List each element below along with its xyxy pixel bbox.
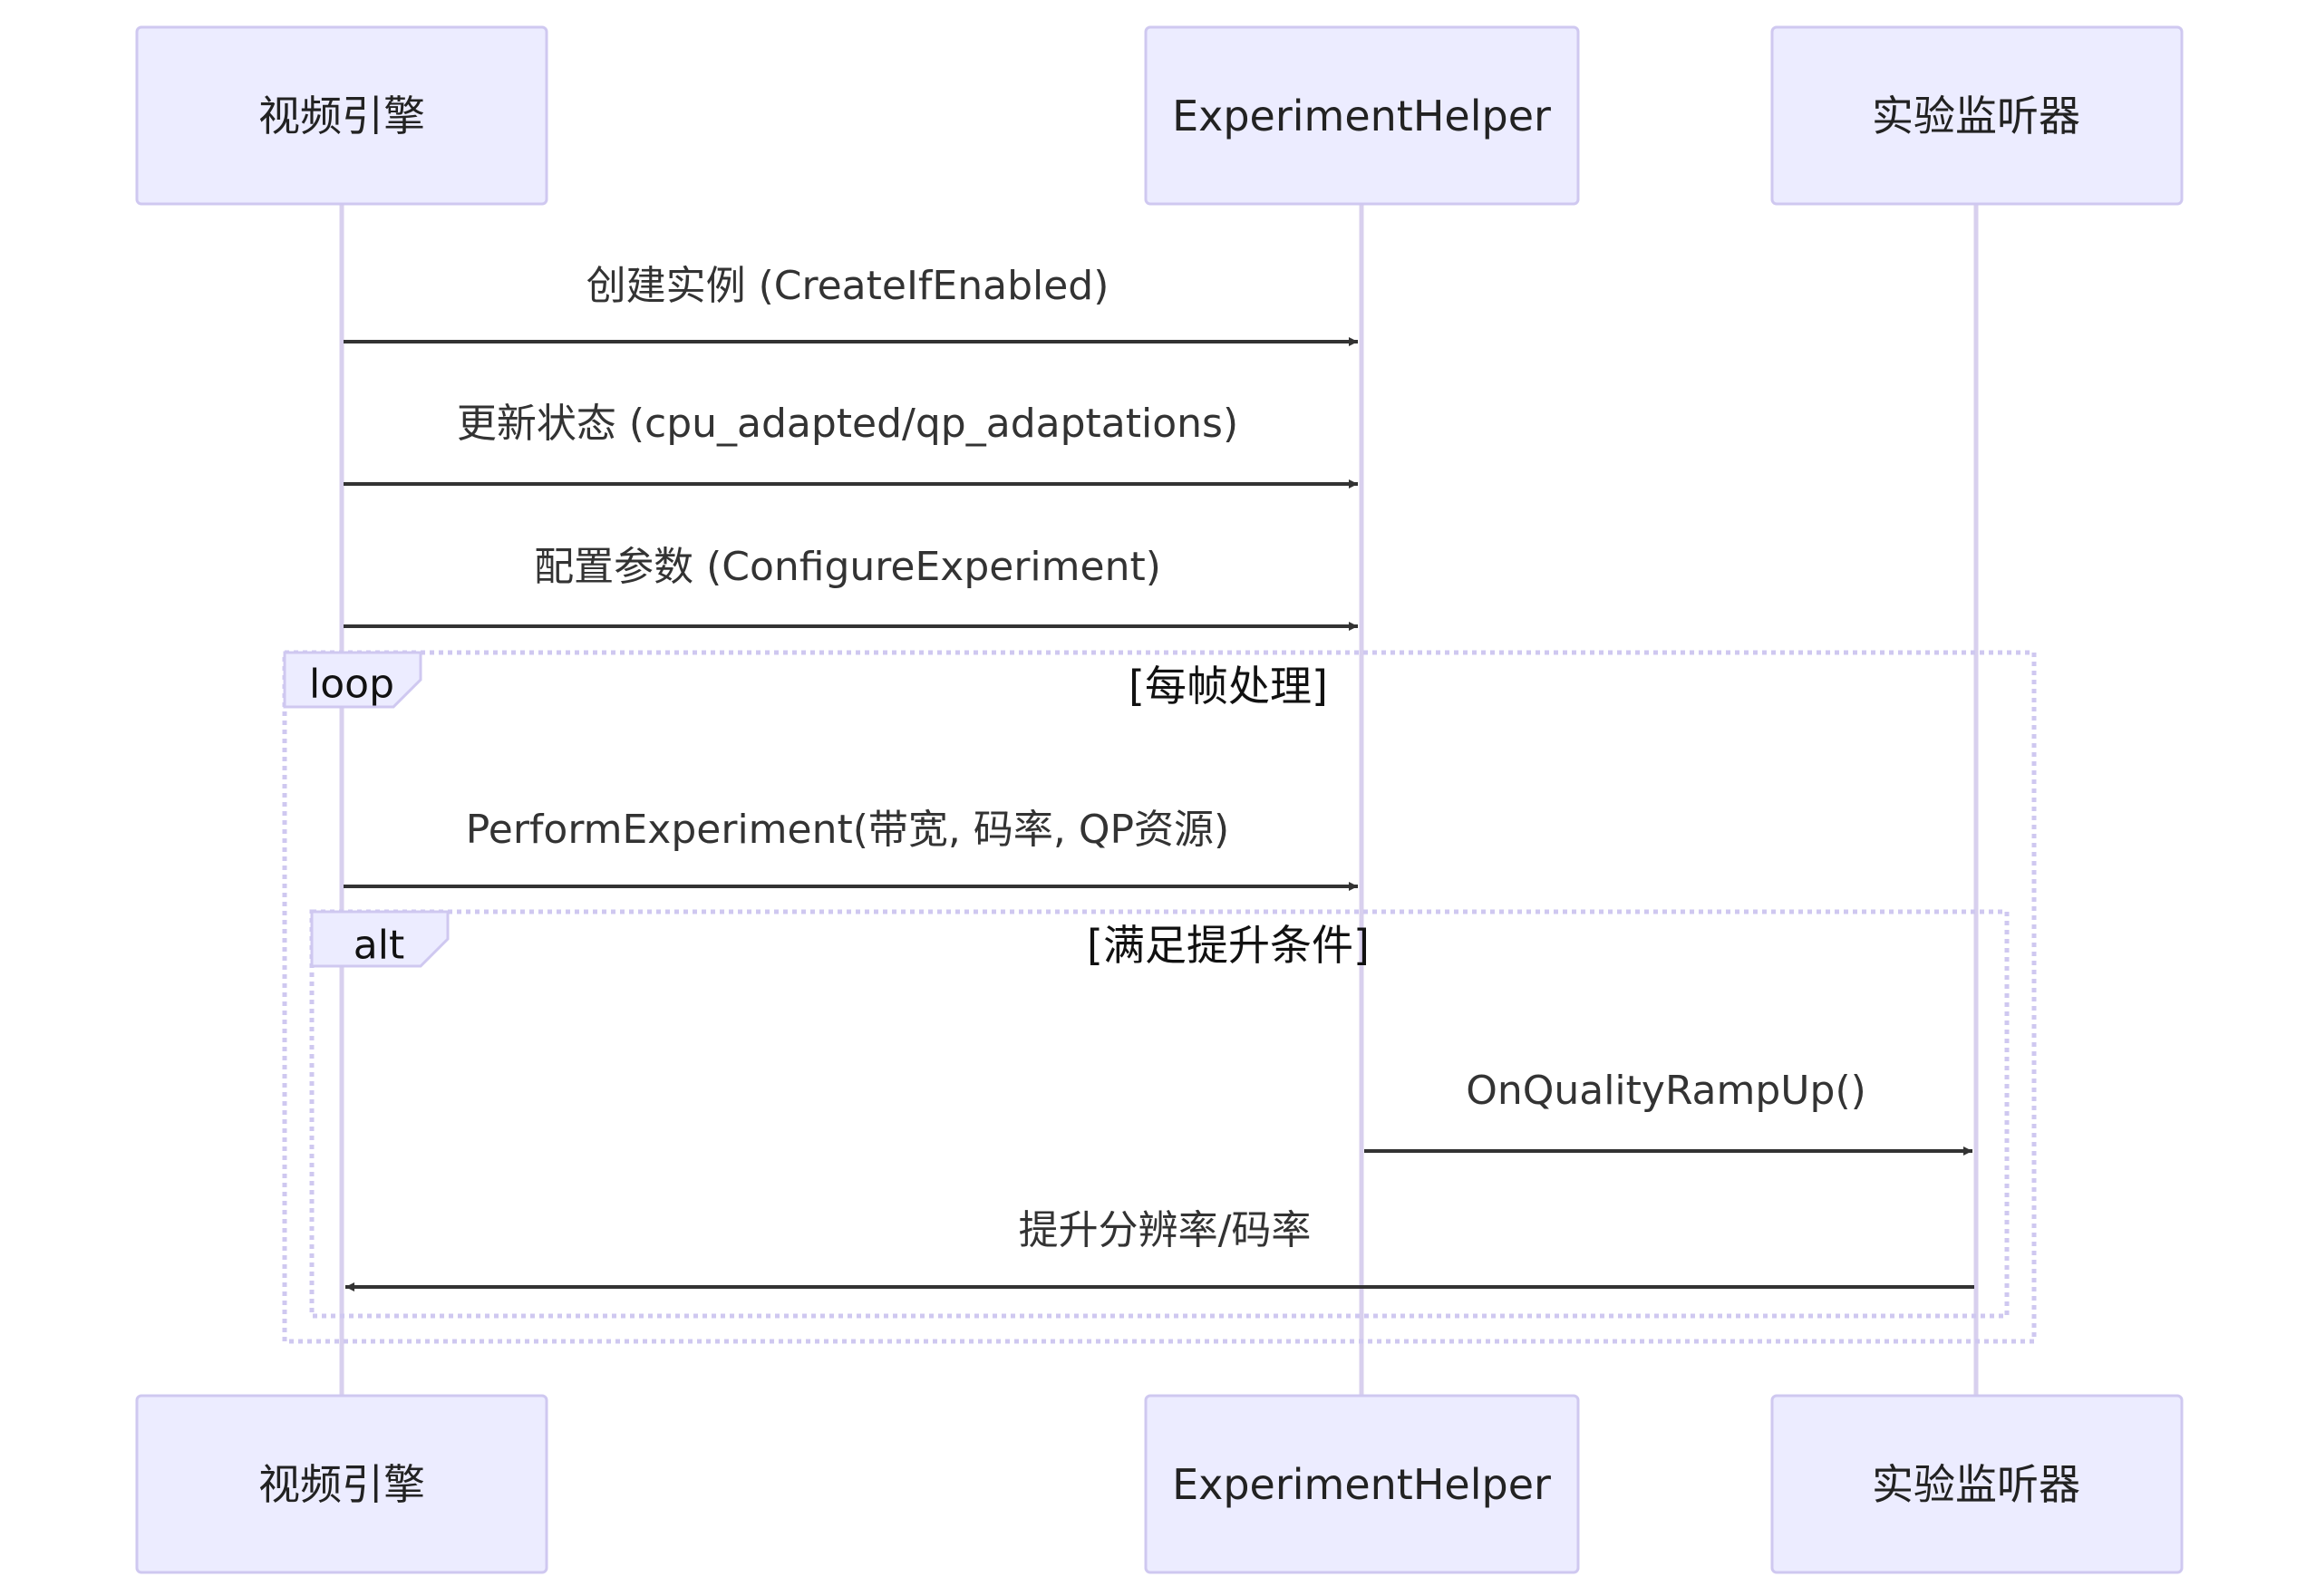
actor-label: 视频引擎 [258,92,425,140]
loop-frame-condition: [每帧处理] [1129,662,1328,711]
actor-experiment-listener-bottom: 实验监听器 [1770,1394,2184,1574]
message-label: 创建实例 (CreateIfEnabled) [586,263,1109,309]
message-label: 配置参数 (ConfigureExperiment) [534,544,1161,590]
message-create-instance: 创建实例 (CreateIfEnabled) [344,263,1358,346]
loop-frame-border [282,650,2037,1344]
message-on-quality-ramp-up: OnQualityRampUp() [1364,1068,1972,1156]
actor-label: ExperimentHelper [1172,1460,1551,1509]
actor-box [1144,1394,1580,1574]
message-configure-parameters: 配置参数 (ConfigureExperiment) [344,544,1358,631]
actor-box [1144,25,1580,206]
actor-experiment-listener-top: 实验监听器 [1770,25,2184,206]
actor-box [1770,1394,2184,1574]
actor-label: 视频引擎 [258,1460,425,1509]
actor-video-engine-top: 视频引擎 [135,25,548,206]
message-label: OnQualityRampUp() [1466,1068,1866,1114]
actor-experiment-helper-bottom: ExperimentHelper [1144,1394,1580,1574]
alt-frame-tab [310,910,450,968]
loop-frame-tab [283,651,422,709]
alt-frame: alt [满足提升条件] [309,909,2010,1319]
message-update-state: 更新状态 (cpu_adapted/qp_adaptations) [344,401,1358,488]
actor-box [135,25,548,206]
message-label: 提升分辨率/码率 [1019,1207,1312,1253]
message-label: 更新状态 (cpu_adapted/qp_adaptations) [457,401,1238,447]
actor-label: 实验监听器 [1872,92,2080,140]
alt-frame-kind: alt [354,923,404,969]
actor-box [1770,25,2184,206]
actor-video-engine-bottom: 视频引擎 [135,1394,548,1574]
actor-experiment-helper-top: ExperimentHelper [1144,25,1580,206]
loop-frame-kind: loop [309,662,394,708]
alt-frame-border [309,909,2010,1319]
loop-frame: loop [每帧处理] [282,650,2037,1344]
alt-frame-condition: [满足提升条件] [1087,921,1370,970]
message-label: PerformExperiment(带宽, 码率, QP资源) [466,807,1229,853]
message-raise-resolution: 提升分辨率/码率 [345,1207,1974,1291]
actor-label: ExperimentHelper [1172,92,1551,140]
actor-box [135,1394,548,1574]
message-perform-experiment: PerformExperiment(带宽, 码率, QP资源) [344,807,1358,891]
actor-label: 实验监听器 [1872,1460,2080,1509]
